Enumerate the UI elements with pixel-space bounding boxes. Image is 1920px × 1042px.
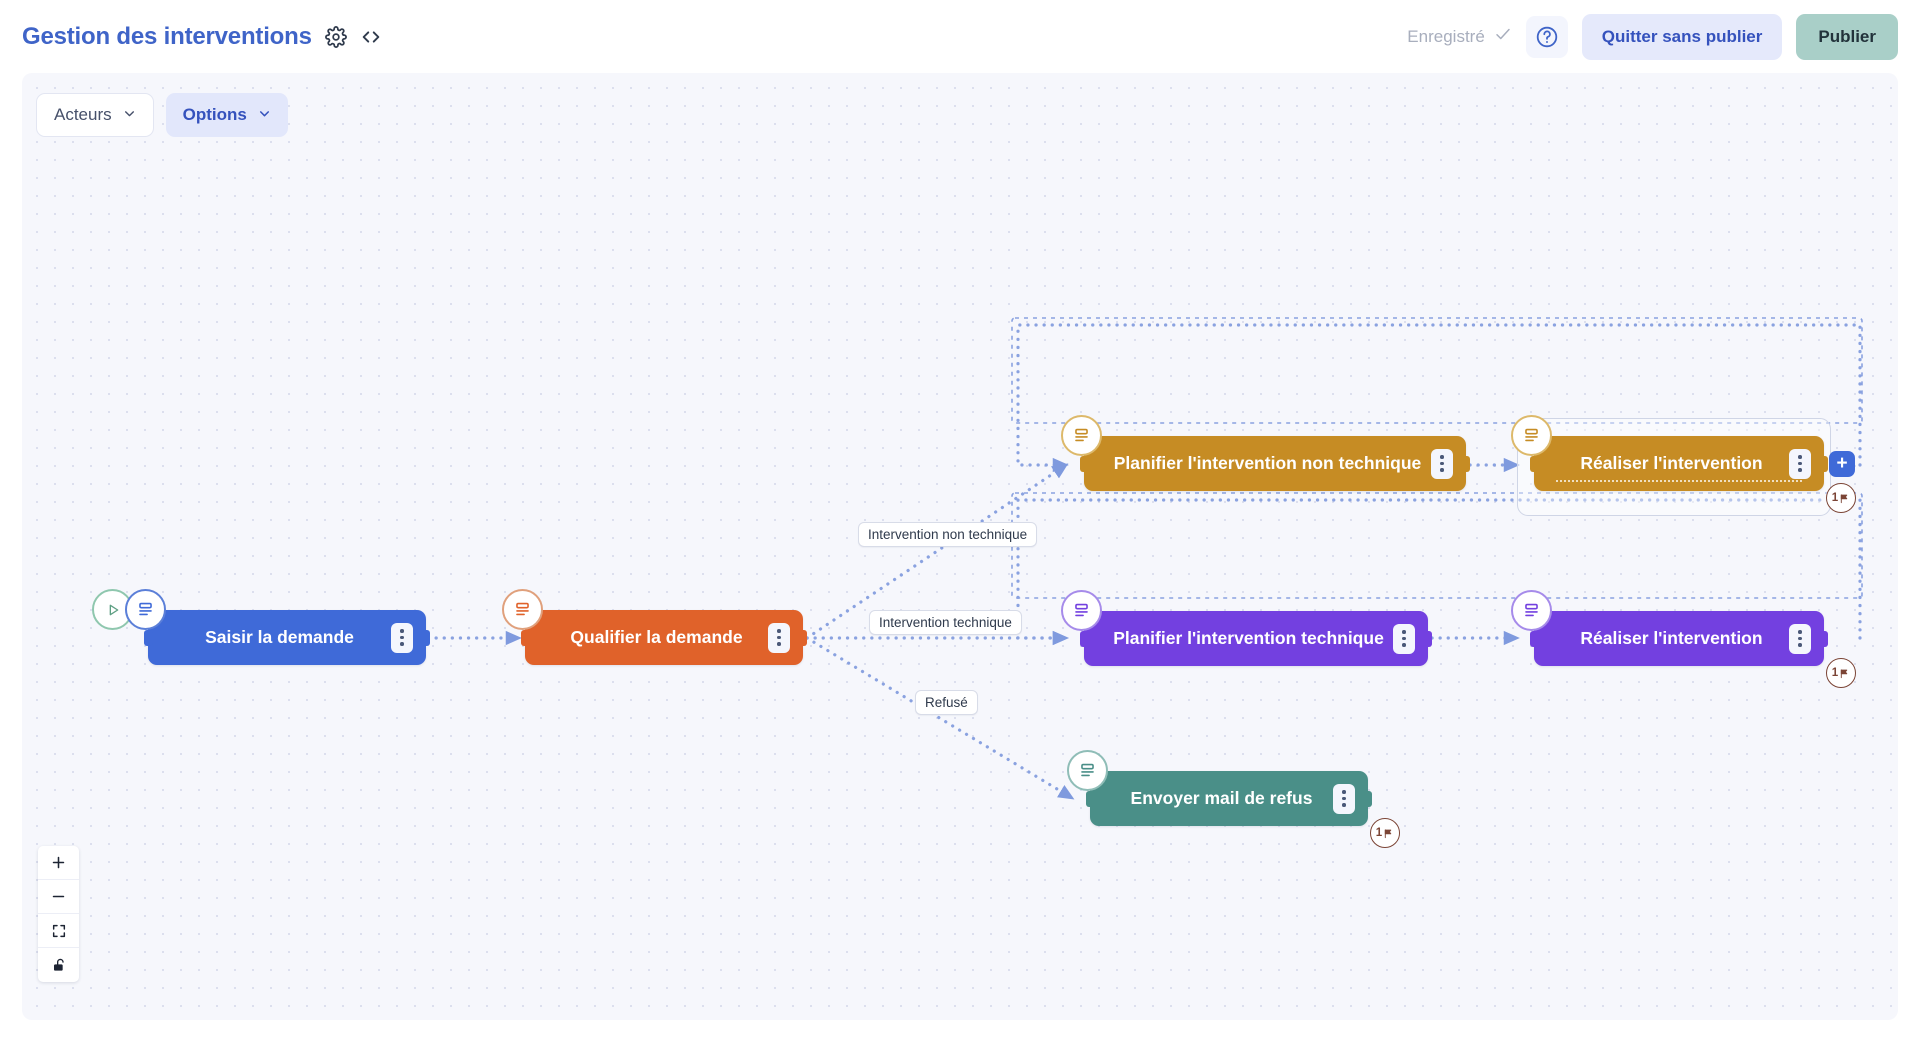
connector-right[interactable] <box>421 629 430 646</box>
document-icon[interactable] <box>502 589 543 630</box>
unlock-padlock-icon[interactable] <box>38 948 79 982</box>
connector-left[interactable] <box>1080 630 1089 647</box>
node-label: Qualifier la demande <box>570 627 743 647</box>
flag-count: 1 <box>1831 667 1839 679</box>
edge-qualifier-mail-refus <box>805 636 1075 800</box>
connector-right[interactable] <box>798 629 807 646</box>
page-title: Gestion des interventions <box>22 22 312 50</box>
connector-left[interactable] <box>1530 455 1539 472</box>
document-icon[interactable] <box>1061 415 1102 456</box>
document-icon[interactable] <box>1511 590 1552 631</box>
node-realiser-intervention-non-technique[interactable]: Réaliser l'intervention + 1 <box>1511 415 1856 513</box>
node-menu-button[interactable] <box>1789 448 1811 479</box>
node-planifier-intervention-non-technique[interactable]: Planifier l'intervention non technique <box>1061 415 1470 491</box>
quit-without-publish-button[interactable]: Quitter sans publier <box>1581 13 1783 60</box>
flag-count-badge[interactable]: 1 <box>1826 483 1856 513</box>
gear-icon[interactable] <box>324 25 347 48</box>
node-menu-button[interactable] <box>1789 623 1811 654</box>
document-icon[interactable] <box>125 589 166 630</box>
edges-layer <box>426 323 1862 800</box>
node-qualifier-la-demande[interactable]: Qualifier la demande <box>502 589 807 665</box>
edge-label-refuse[interactable]: Refusé <box>915 690 978 715</box>
title-group: Gestion des interventions <box>22 23 382 51</box>
options-label: Options <box>182 105 247 124</box>
connector-left[interactable] <box>1530 630 1539 647</box>
node-saisir-la-demande[interactable]: Saisir la demande <box>92 589 430 665</box>
node-label: Planifier l'intervention non technique <box>1113 453 1422 473</box>
chevron-down-icon <box>123 105 136 125</box>
flag-count: 1 <box>1831 492 1839 504</box>
saved-status: Enregistré <box>1407 25 1511 48</box>
canvas-toolbar: Acteurs Options <box>36 93 288 137</box>
connector-right[interactable] <box>1423 630 1432 647</box>
node-menu-button[interactable] <box>391 622 413 653</box>
edge-label-intervention-non-technique[interactable]: Intervention non technique <box>858 522 1038 547</box>
node-menu-button[interactable] <box>768 622 790 653</box>
node-menu-button[interactable] <box>1333 783 1355 814</box>
check-icon <box>1494 25 1512 48</box>
help-button[interactable] <box>1525 15 1568 58</box>
zoom-in-button[interactable] <box>38 846 79 880</box>
flag-count: 1 <box>1375 827 1383 839</box>
connector-right[interactable] <box>1363 790 1372 807</box>
connector-right[interactable] <box>1819 455 1828 472</box>
node-progress-underline <box>1556 480 1802 482</box>
node-label: Planifier l'intervention technique <box>1113 628 1384 648</box>
connector-left[interactable] <box>521 629 530 646</box>
node-label: Réaliser l'intervention <box>1580 453 1763 473</box>
code-brackets-icon[interactable] <box>360 26 382 48</box>
app-header: Gestion des interventions Enregistré <box>0 0 1920 73</box>
node-menu-button[interactable] <box>1431 448 1453 479</box>
connector-right[interactable] <box>1819 630 1828 647</box>
connector-left[interactable] <box>1080 455 1089 472</box>
flag-count-badge[interactable]: 1 <box>1826 658 1856 688</box>
node-envoyer-mail-de-refus[interactable]: Envoyer mail de refus 1 <box>1067 750 1400 848</box>
edge-qualifier-plan-non-tech <box>805 463 1069 640</box>
connector-left[interactable] <box>1086 790 1095 807</box>
zoom-out-button[interactable] <box>38 880 79 914</box>
node-label: Envoyer mail de refus <box>1130 788 1313 808</box>
zoom-controls <box>38 846 79 982</box>
header-actions: Enregistré Quitter sans publier Publier <box>1407 13 1898 60</box>
chevron-down-icon <box>258 105 271 125</box>
actors-dropdown[interactable]: Acteurs <box>36 93 154 137</box>
options-dropdown[interactable]: Options <box>165 93 288 137</box>
node-planifier-intervention-technique[interactable]: Planifier l'intervention technique <box>1061 590 1432 666</box>
publish-button[interactable]: Publier <box>1796 13 1898 60</box>
edge-loop-tech <box>1016 498 1862 646</box>
add-node-button[interactable]: + <box>1829 450 1855 477</box>
node-menu-button[interactable] <box>1393 623 1415 654</box>
node-realiser-intervention-technique[interactable]: Réaliser l'intervention 1 <box>1511 590 1856 688</box>
edge-label-intervention-technique[interactable]: Intervention technique <box>869 610 1022 635</box>
connector-left[interactable] <box>144 629 153 646</box>
document-icon[interactable] <box>1067 750 1108 791</box>
fit-screen-icon[interactable] <box>38 914 79 948</box>
document-icon[interactable] <box>1061 590 1102 631</box>
document-icon[interactable] <box>1511 415 1552 456</box>
node-label: Réaliser l'intervention <box>1580 628 1763 648</box>
flag-count-badge[interactable]: 1 <box>1370 818 1400 848</box>
node-label: Saisir la demande <box>205 627 354 647</box>
flow-canvas[interactable]: Acteurs Options <box>22 73 1898 1020</box>
actors-label: Acteurs <box>54 105 112 124</box>
connector-right[interactable] <box>1461 455 1470 472</box>
saved-label: Enregistré <box>1407 26 1485 46</box>
